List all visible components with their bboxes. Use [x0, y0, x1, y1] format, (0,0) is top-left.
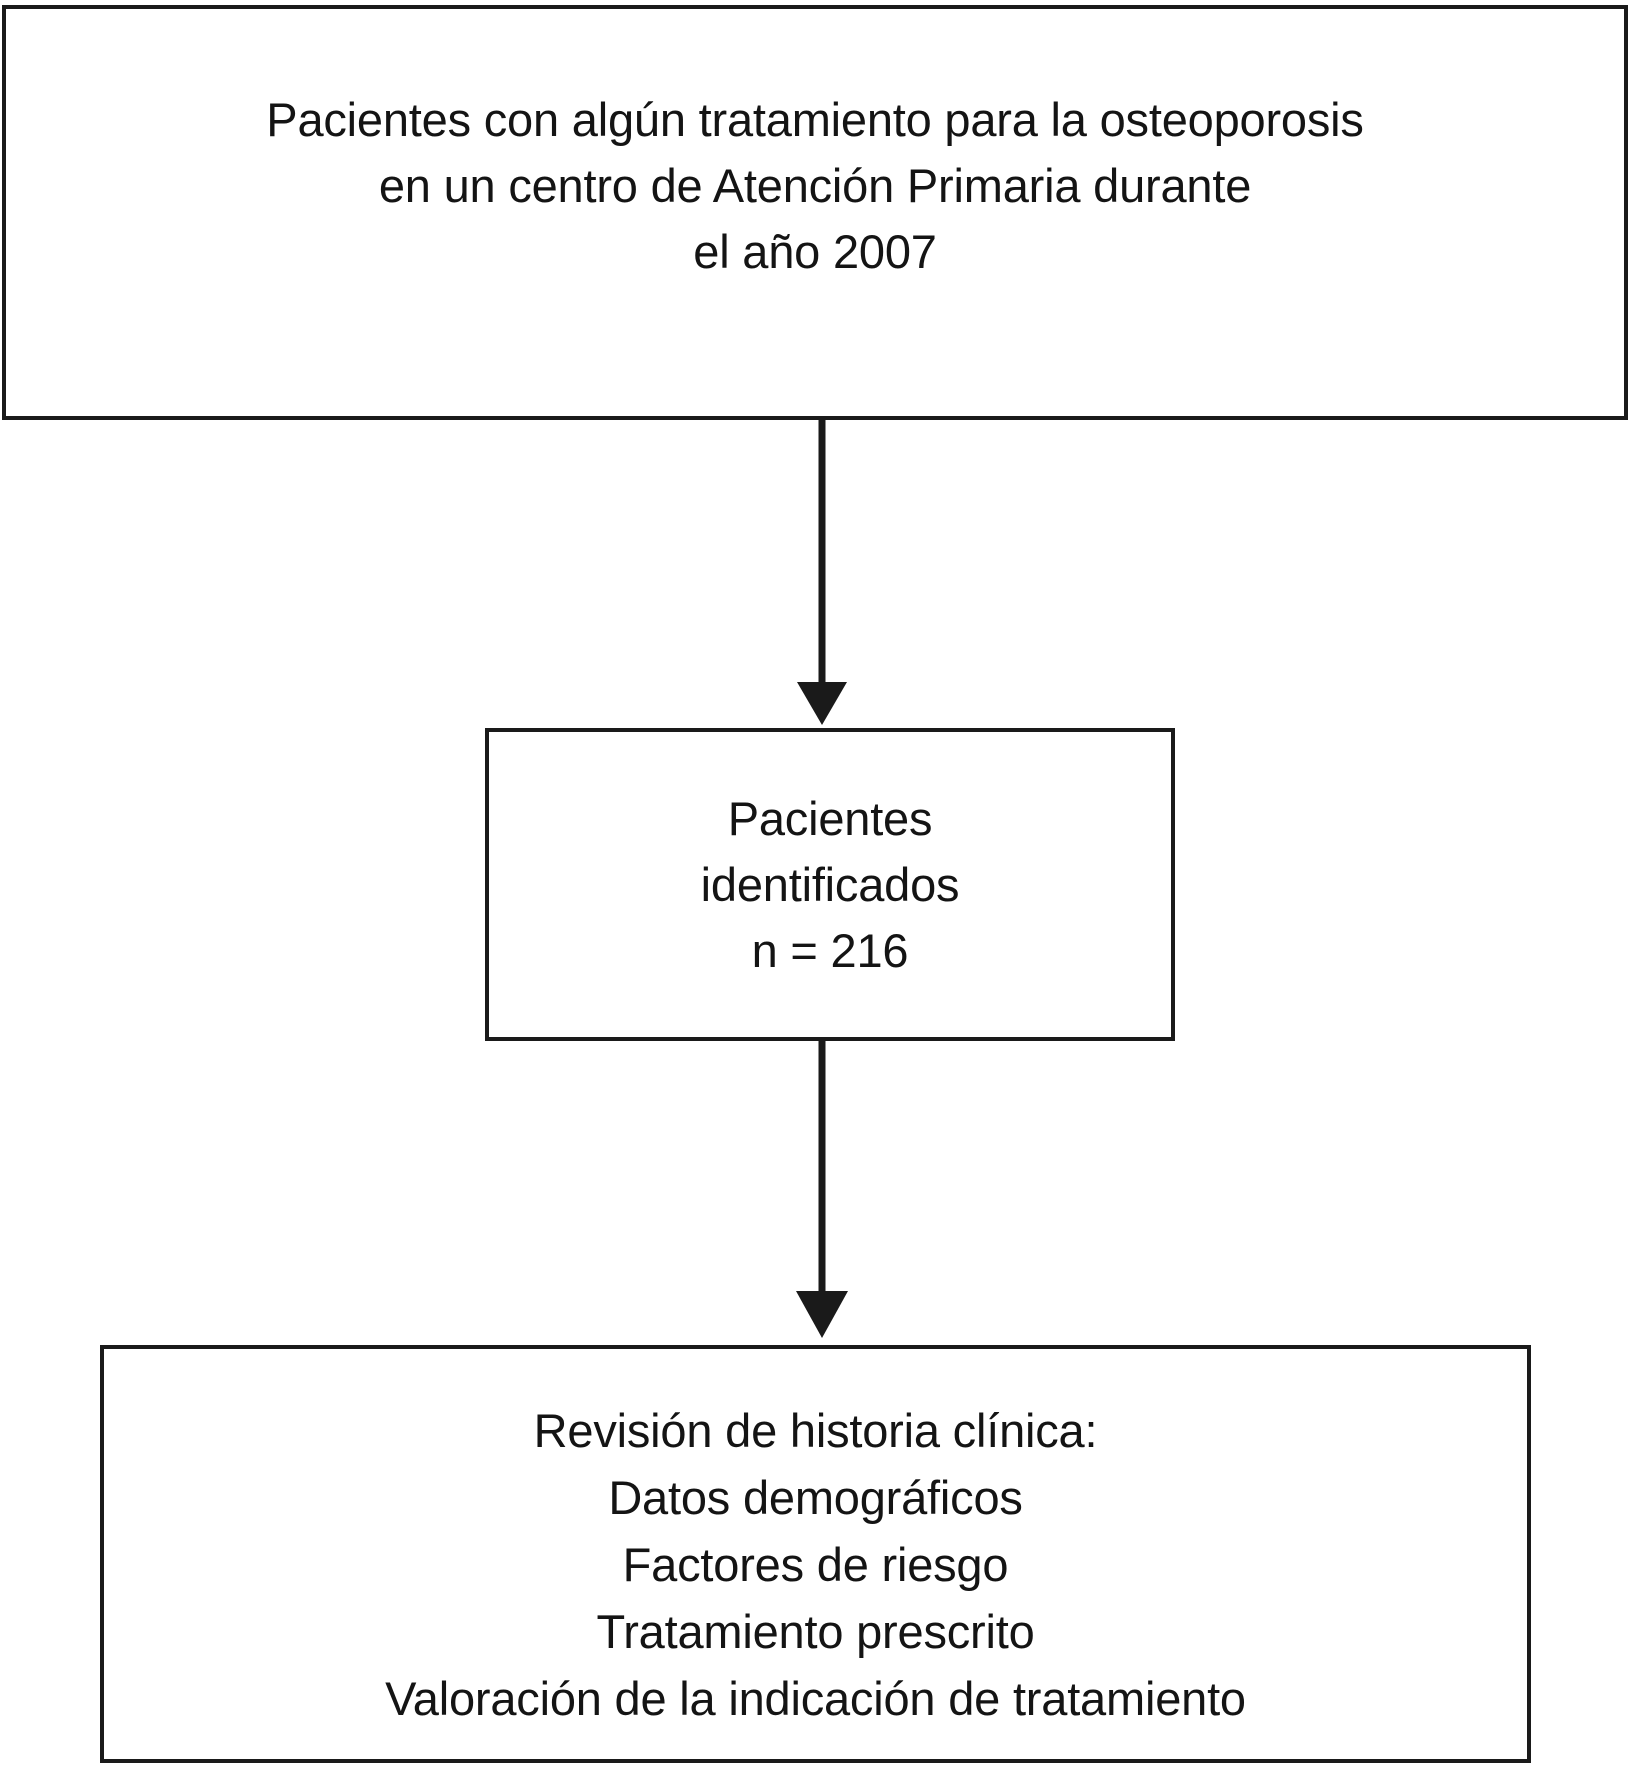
node-review-line-3: Factores de riesgo	[622, 1538, 1009, 1591]
arrowhead-down-icon	[797, 682, 847, 725]
node-review-line-4: Tratamiento prescrito	[596, 1605, 1035, 1658]
flowchart-edge-source-to-identified	[797, 418, 847, 725]
node-source-line-1: Pacientes con algún tratamiento para la …	[266, 93, 1364, 146]
node-source-line-2: en un centro de Atención Primaria durant…	[378, 159, 1252, 212]
node-source-line-3: el año 2007	[693, 225, 937, 278]
node-review-line-1: Revisión de historia clínica:	[533, 1404, 1098, 1457]
flowchart-node-identified: Pacientes identificados n = 216	[485, 728, 1175, 1041]
node-review-line-5: Valoración de la indicación de tratamien…	[385, 1672, 1246, 1725]
node-review-line-2: Datos demográficos	[608, 1471, 1023, 1524]
flowchart-edge-identified-to-review	[796, 1039, 848, 1338]
arrowhead-down-icon	[796, 1291, 848, 1338]
flowchart-node-review: Revisión de historia clínica: Datos demo…	[100, 1345, 1531, 1763]
flowchart-node-source: Pacientes con algún tratamiento para la …	[2, 5, 1628, 420]
node-identified-count: n = 216	[751, 923, 909, 977]
node-identified-line-1: Pacientes	[727, 791, 933, 845]
node-identified-line-2: identificados	[700, 857, 960, 911]
